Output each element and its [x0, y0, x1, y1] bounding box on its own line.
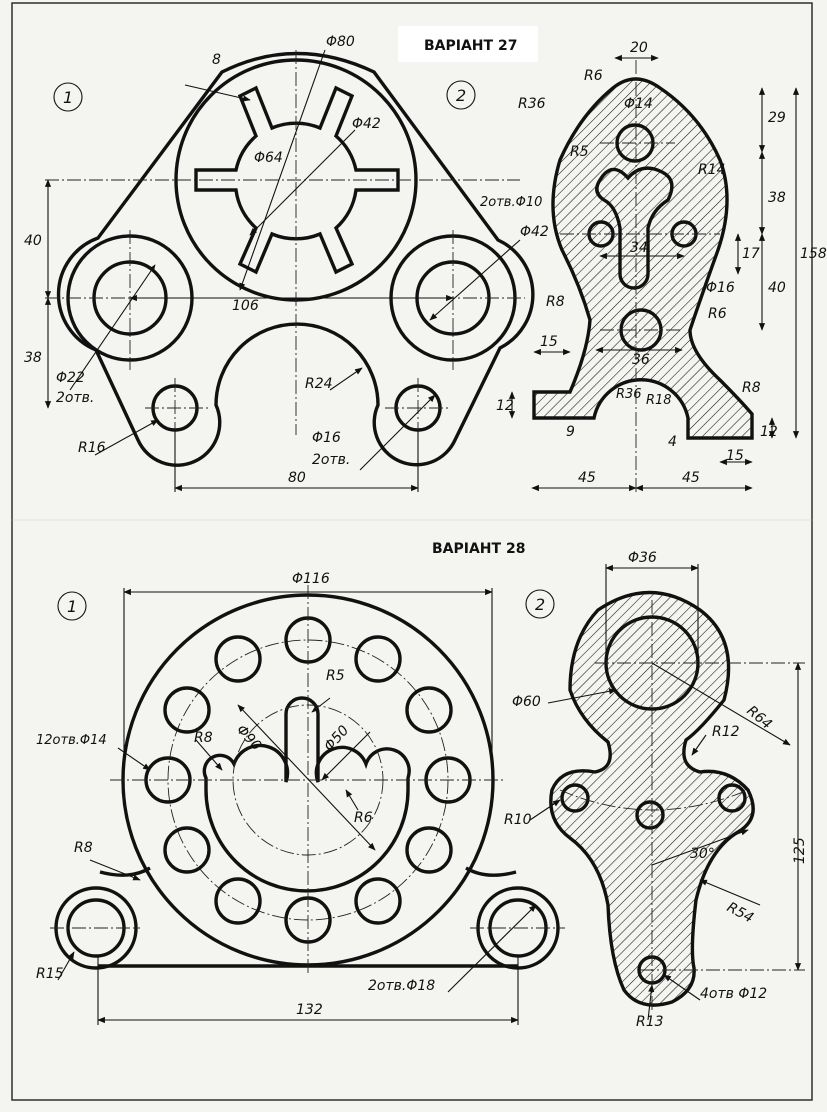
v28-dim-r15: R15 — [36, 966, 64, 982]
v27-f2-dim-34: 34 — [630, 240, 648, 256]
v27-dim-d80: Φ80 — [326, 34, 355, 50]
v27-f2-dim-r18: R18 — [646, 393, 672, 408]
v28-f2-dim-d36: Φ36 — [628, 550, 657, 566]
v28-f2-dim-r64: R64 — [743, 703, 774, 733]
v28-f2-dim-125: 125 — [792, 837, 808, 864]
v28-dim-d50: Φ50 — [321, 722, 352, 754]
v27-f2-dim-40: 40 — [768, 280, 786, 296]
v28-f2-dim-r10: R10 — [504, 812, 532, 828]
v27-f2-dim-r5: R5 — [570, 144, 589, 160]
v27-f2-dim-2holes: 2отв.Φ10 — [480, 195, 542, 210]
v27-f2-dim-r8-right: R8 — [742, 380, 761, 396]
v28-dim-12holes: 12отв.Φ14 — [36, 733, 107, 748]
v28-fig2-mid-hole — [635, 800, 665, 830]
v27-dim-80: 80 — [288, 470, 306, 486]
v27-fig1-number: 1 — [63, 88, 73, 107]
v27-f2-dim-17: 17 — [742, 246, 760, 262]
v28-dim-d90: Φ90 — [233, 722, 264, 754]
v27-f2-dim-r6-top: R6 — [584, 68, 603, 84]
v28-f2-dim-30: 30° — [690, 846, 715, 862]
v27-f2-dim-r36-bottom: R36 — [616, 387, 642, 402]
v28-f2-dim-d60: Φ60 — [512, 694, 541, 710]
v28-figure-1: 1 — [36, 571, 565, 1025]
v27-f2-dim-45-right: 45 — [682, 470, 700, 486]
v28-dim-r8: R8 — [194, 730, 213, 746]
v28-f2-dim-r54: R54 — [724, 899, 756, 926]
v27-dim-d22: Φ22 — [56, 370, 85, 386]
v27-f2-dim-4: 4 — [668, 434, 677, 450]
v27-f2-dim-45-left: 45 — [578, 470, 596, 486]
v28-figure-2: 2 Φ36 Φ60 — [504, 550, 808, 1030]
v27-gear-opening — [194, 85, 400, 275]
v27-fig2-number: 2 — [456, 86, 466, 105]
v27-figure-2: 2 — [446, 40, 827, 495]
v27-dim-d16: Φ16 — [312, 430, 341, 446]
v27-dim-r24: R24 — [305, 376, 333, 392]
v28-dim-132: 132 — [296, 1002, 323, 1018]
v27-f2-dim-15-left: 15 — [540, 334, 558, 350]
v28-f2-dim-4holes: 4отв Φ12 — [700, 986, 767, 1002]
v27-fig2-hatched-body — [532, 77, 754, 440]
v28-fig2-left-hole — [560, 783, 590, 813]
v27-f2-dim-20: 20 — [630, 40, 648, 56]
v27-dim-d64: Φ64 — [254, 150, 283, 166]
v27-f2-dim-158: 158 — [800, 246, 827, 262]
v27-f2-dim-r6-right: R6 — [708, 306, 727, 322]
variant-28-title: ВАРІАНТ 28 — [432, 541, 525, 557]
v28-dim-2holes: 2отв.Φ18 — [368, 978, 435, 994]
v27-fig1-outline — [56, 51, 535, 467]
v27-dim-8: 8 — [212, 52, 221, 68]
v27-f2-dim-12-left: 12 — [496, 398, 514, 414]
v27-dim-40: 40 — [24, 233, 42, 249]
v27-f2-dim-r14: R14 — [698, 162, 726, 178]
v27-f2-dim-36: 36 — [632, 352, 650, 368]
v28-fig2-number: 2 — [535, 595, 545, 614]
v28-f2-dim-r12: R12 — [712, 724, 740, 740]
v27-f2-dim-r36-top: R36 — [518, 96, 546, 112]
v27-f2-dim-d14: Φ14 — [624, 96, 653, 112]
variant-27-title: ВАРІАНТ 27 — [424, 38, 517, 54]
variant-27: ВАРІАНТ 27 1 — [24, 26, 827, 495]
v27-dim-38: 38 — [24, 350, 42, 366]
v27-dim-d42-right: Φ42 — [520, 224, 549, 240]
variant-28: ВАРІАНТ 28 1 — [36, 541, 808, 1030]
v28-dim-d116: Φ116 — [292, 571, 330, 587]
v27-f2-dim-r8-left: R8 — [546, 294, 565, 310]
v27-dim-2holes: 2отв. — [56, 390, 94, 406]
v28-dim-r6: R6 — [354, 810, 373, 826]
v27-f2-dim-15-right: 15 — [726, 448, 744, 464]
v27-f2-dim-9: 9 — [566, 424, 575, 440]
v27-f2-dim-29: 29 — [768, 110, 786, 126]
v28-fig2-right-hole — [717, 783, 747, 813]
v27-dim-2holes-b: 2отв. — [312, 452, 350, 468]
v27-f2-dim-d16: Φ16 — [706, 280, 735, 296]
v28-inner-opening — [202, 696, 411, 893]
v28-bolt-holes — [144, 616, 472, 944]
v27-dim-d42: Φ42 — [352, 116, 381, 132]
v27-dim-r16: R16 — [78, 440, 106, 456]
v27-dim-106: 106 — [232, 298, 259, 314]
v27-f2-dim-38: 38 — [768, 190, 786, 206]
v28-dim-r8-base: R8 — [74, 840, 93, 856]
v27-f2-dim-12-right: 12 — [760, 424, 778, 440]
v28-dim-r5: R5 — [326, 668, 345, 684]
sheet-frame — [11, 2, 813, 1101]
v27-figure-1: 1 — [24, 34, 549, 492]
v28-fig1-number: 1 — [67, 597, 77, 616]
v28-f2-dim-r13: R13 — [636, 1014, 664, 1030]
